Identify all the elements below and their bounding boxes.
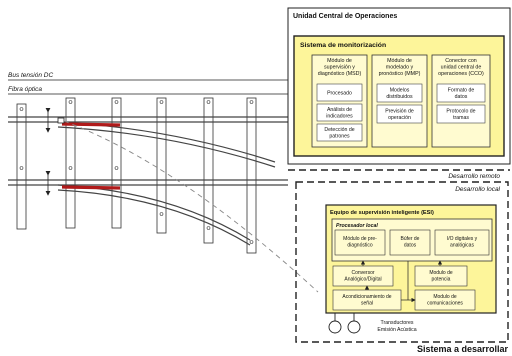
- remote-label: Desarrollo remoto: [448, 173, 500, 180]
- track-sleepers: [16, 97, 257, 254]
- footer-title: Sistema a desarrollar: [417, 344, 509, 354]
- cco-item-box: [436, 104, 486, 124]
- msd-item-label: Detección de: [324, 127, 354, 133]
- data-buffer-module: [389, 229, 431, 256]
- comms-line: Modulo de: [433, 294, 457, 300]
- local-system-boundary: [295, 181, 509, 343]
- mmp-item-box: [376, 83, 423, 103]
- transducers-line: Emisión Acústica: [377, 327, 416, 333]
- monitoring-title: Sistema de monitorización: [300, 42, 386, 49]
- sensor-link-line: [63, 120, 319, 293]
- local-label: Desarrollo local: [455, 186, 500, 193]
- msd-item-box: [316, 123, 363, 142]
- msd-item-box: [316, 83, 363, 102]
- power-line: potencia: [432, 277, 451, 283]
- mmp-title-line: pronóstico (MMP): [379, 71, 421, 77]
- cco-title-line: Conector con: [445, 58, 477, 64]
- fiber-label: Fibra óptica: [8, 86, 42, 93]
- cco-item-label: tramas: [453, 115, 469, 121]
- internal-connectors: [360, 260, 443, 303]
- mmp-item-label: Previsión de: [385, 108, 414, 114]
- local-processor-title: Procesador local: [336, 223, 378, 229]
- comms-line: comunicaciones: [427, 301, 463, 307]
- cco-title-line: unidad central de: [441, 65, 482, 71]
- power-module: [414, 265, 468, 287]
- cco-item-box: [436, 83, 486, 103]
- io-module: [434, 229, 490, 256]
- msd-item-label: indicadores: [326, 114, 353, 120]
- signal-conditioning-line: Acondicionamiento de: [342, 294, 391, 300]
- pre-diagnosis-line: diagnóstico: [347, 243, 373, 249]
- ad-converter-line: Analógico/Digital: [344, 277, 381, 283]
- mmp-item-box: [376, 104, 423, 124]
- sleeper-bolts: [19, 100, 254, 244]
- cco-item-label: Formato de: [448, 87, 475, 93]
- msd-item-box: [316, 103, 363, 122]
- rails: [8, 116, 288, 246]
- msd-title-line: diagnóstico (MSD): [318, 71, 362, 77]
- io-line: I/O digitales y: [447, 236, 478, 242]
- pre-diagnosis-module: [334, 229, 386, 256]
- pre-diagnosis-label: Módulo de pre-diagnóstico: [343, 236, 377, 249]
- cco-title-line: operaciones (CCO): [438, 71, 484, 77]
- esi-title: Equipo de supervisión inteligente (ESI): [330, 210, 434, 216]
- ad-converter-line: Conversor: [351, 270, 374, 276]
- switch-blades: [61, 122, 121, 190]
- mmp-item-label: Modelos: [390, 87, 410, 93]
- data-buffer-line: datos: [404, 243, 417, 249]
- data-buffer-line: Búfer de: [401, 236, 420, 242]
- power-line: Modulo de: [429, 270, 453, 276]
- bus-dc-label: Bus tensión DC: [8, 72, 53, 79]
- msd-item-label: Análisis de: [327, 107, 352, 113]
- cco-item-label: datos: [455, 94, 468, 100]
- uco-title: Unidad Central de Operaciones: [293, 13, 397, 20]
- sensor-box: [57, 117, 65, 124]
- msd-title-line: Módulo de: [327, 58, 352, 64]
- io-line: analógicas: [450, 243, 474, 249]
- mmp-title-line: Módulo de: [387, 58, 412, 64]
- pre-diagnosis-line: Módulo de pre-: [343, 236, 377, 242]
- signal-conditioning-line: señal: [361, 301, 373, 307]
- msd-item-label: patrones: [329, 134, 350, 140]
- msd-item-label: Procesado: [327, 90, 352, 96]
- mmp-item-label: distribuidos: [386, 94, 413, 100]
- mmp-item-label: operación: [388, 115, 411, 121]
- cco-item-label: Protocolo de: [446, 108, 475, 114]
- transducers-line: Transductores: [381, 320, 414, 326]
- msd-title-line: supervisión y: [324, 65, 355, 71]
- acoustic-transducers: [328, 313, 361, 334]
- mmp-title-line: modelado y: [386, 65, 414, 71]
